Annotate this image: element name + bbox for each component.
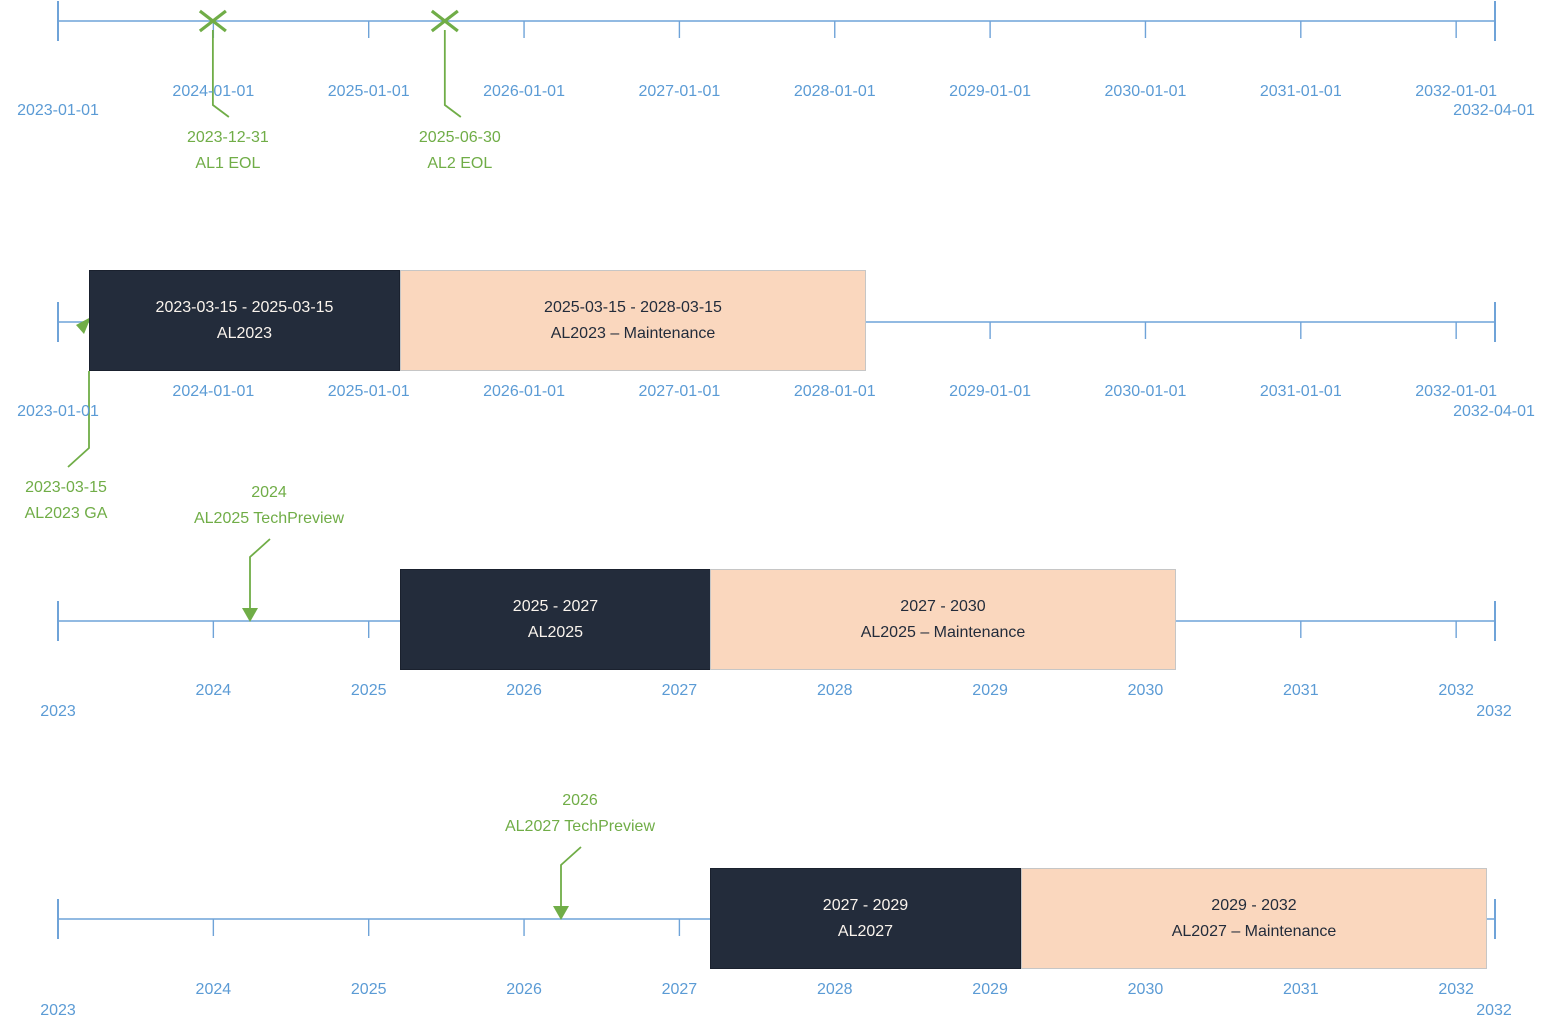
al2027-timeline-tick-label: 2030: [1127, 981, 1164, 998]
al2023-timeline-tick-label: 2027-01-01: [638, 383, 721, 400]
bar-name-label: AL2025: [527, 623, 584, 641]
techpreview-leader-line: [560, 846, 582, 906]
al2025-timeline-tick-label: 2029: [972, 682, 1008, 699]
marker-date-label: 2023-12-31: [186, 129, 269, 146]
ga-name-label: AL2023 GA: [24, 505, 108, 522]
al2023-timeline-tick-label: 2030-01-01: [1104, 383, 1187, 400]
ga-leader-line: [67, 371, 90, 468]
al2023-timeline-tick-label: 2031-01-01: [1259, 383, 1342, 400]
al2023-timeline-tick-label: 2026-01-01: [483, 383, 565, 400]
al2025-timeline-tick-label: 2027: [661, 682, 698, 699]
al2023-timeline-start-label: 2023-01-01: [17, 403, 99, 420]
marker-date-label: 2025-06-30: [418, 129, 501, 146]
down-arrowhead-icon: [242, 608, 258, 622]
al2025-timeline-tick-label: 2025: [350, 682, 387, 699]
techpreview-name-label: AL2025 TechPreview: [193, 510, 345, 527]
marker-leader-line: [443, 30, 462, 118]
al2025-timeline-tick-label: 2031: [1283, 682, 1319, 699]
bar-period-label: 2025 - 2027: [512, 597, 599, 615]
al2027-timeline-tick-label: 2031: [1283, 981, 1319, 998]
eol-timeline-tick-label: 2030-01-01: [1104, 83, 1187, 100]
al2027-timeline-tick-label: 2024: [195, 981, 232, 998]
al2027-timeline-tick-label: 2028: [816, 981, 853, 998]
al2023-timeline-tick-label: 2025-01-01: [327, 383, 410, 400]
al2025-timeline-tick-label: 2030: [1127, 682, 1164, 699]
eol-timeline-tick-label: 2032-01-01: [1415, 83, 1498, 100]
techpreview-year-label: 2024: [251, 484, 287, 501]
eol-timeline-tick-label: 2029-01-01: [949, 83, 1032, 100]
bar-name-label: AL2027 – Maintenance: [1171, 922, 1337, 940]
down-arrowhead-icon: [553, 906, 569, 920]
techpreview-leader-line: [249, 538, 271, 608]
eol-timeline-end-label: 2032-04-01: [1453, 102, 1535, 119]
eol-timeline-tick-label: 2027-01-01: [638, 83, 721, 100]
eol-timeline-tick-label: 2024-01-01: [172, 83, 255, 100]
bar-name-label: AL2027: [837, 922, 894, 940]
marker-name-label: AL2 EOL: [427, 155, 493, 172]
al2027-timeline-tick-label: 2026: [506, 981, 542, 998]
al2023-timeline-tick-label: 2028-01-01: [793, 383, 876, 400]
bar-name-label: AL2025 – Maintenance: [860, 623, 1026, 641]
techpreview-name-label: AL2027 TechPreview: [504, 818, 656, 835]
al2027-timeline-tick-label: 2025: [350, 981, 387, 998]
al2025-timeline-end-label: 2032: [1476, 703, 1512, 720]
al2023-timeline-tick-label: 2024-01-01: [172, 383, 255, 400]
al2027-timeline-end-label: 2032: [1476, 1002, 1512, 1019]
eol-timeline-tick-label: 2026-01-01: [483, 83, 565, 100]
al2027-timeline-tick-label: 2032: [1438, 981, 1474, 998]
al2023-timeline-end-label: 2032-04-01: [1453, 403, 1535, 420]
bar-period-label: 2029 - 2032: [1211, 896, 1297, 914]
bar-period-label: 2027 - 2029: [822, 896, 909, 914]
techpreview-year-label: 2026: [562, 792, 598, 809]
al2025-timeline-start-label: 2023: [40, 703, 76, 720]
ga-date-label: 2023-03-15: [25, 479, 107, 496]
eol-timeline-tick-label: 2028-01-01: [793, 83, 876, 100]
ga-arrowhead-icon: [76, 317, 91, 334]
eol-timeline-tick-label: 2025-01-01: [327, 83, 410, 100]
al2027-timeline-tick-label: 2027: [661, 981, 698, 998]
marker-leader-line: [211, 30, 230, 118]
bar-name-label: AL2023 – Maintenance: [550, 324, 716, 342]
al2023-timeline-tick-label: 2032-01-01: [1415, 383, 1498, 400]
x-marker-icon: [198, 9, 227, 33]
al2023-timeline-tick-label: 2029-01-01: [949, 383, 1032, 400]
eol-timeline-tick-label: 2031-01-01: [1259, 83, 1342, 100]
al2025-timeline-tick-label: 2024: [195, 682, 232, 699]
bar-period-label: 2027 - 2030: [900, 597, 986, 615]
al2027-timeline-start-label: 2023: [40, 1002, 76, 1019]
al2025-timeline-tick-label: 2028: [816, 682, 853, 699]
al2025-timeline-tick-label: 2026: [506, 682, 542, 699]
x-marker-icon: [430, 9, 459, 33]
al2027-timeline-tick-label: 2029: [972, 981, 1008, 998]
bar-period-label: 2025-03-15 - 2028-03-15: [544, 298, 722, 316]
bar-name-label: AL2023: [216, 324, 273, 342]
bar-period-label: 2023-03-15 - 2025-03-15: [155, 298, 334, 316]
marker-name-label: AL1 EOL: [195, 155, 261, 172]
al2025-timeline-tick-label: 2032: [1438, 682, 1474, 699]
eol-timeline-start-label: 2023-01-01: [17, 102, 99, 119]
